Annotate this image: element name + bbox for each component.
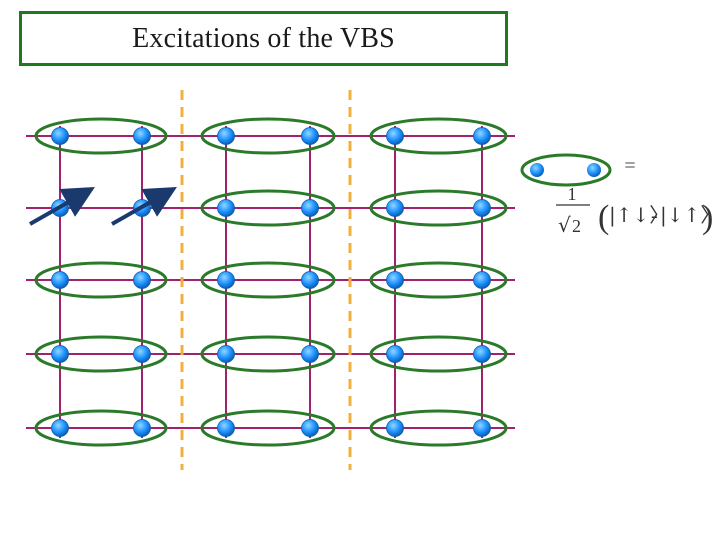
dimer-ellipses: [34, 117, 508, 447]
title-box: Excitations of the VBS: [19, 11, 508, 66]
lattice-site-r0-c0: [51, 127, 69, 145]
dimer-ellipse-r4-p0: [34, 409, 168, 447]
dimer-ellipse-r0-p0: [34, 117, 168, 155]
lattice-site-r3-c3: [301, 345, 319, 363]
lattice-site-r3-c4: [386, 345, 404, 363]
spin-up-arrow-1: [111, 187, 177, 226]
spin-arrows: [29, 187, 177, 226]
lattice-site-r0-c2: [217, 127, 235, 145]
lattice-site-r4-c2: [217, 419, 235, 437]
legend-close-paren: ): [702, 199, 713, 236]
dimer-ellipse-r3-p1: [200, 335, 336, 373]
lattice-site-r1-c4: [386, 199, 404, 217]
lattice-site-r4-c1: [133, 419, 151, 437]
lattice-site-r3-c5: [473, 345, 491, 363]
legend-denominator: 2: [572, 216, 581, 236]
dimer-ellipse-r2-p1: [200, 261, 336, 299]
lattice-site-r3-c2: [217, 345, 235, 363]
lattice-site-r2-c2: [217, 271, 235, 289]
legend-minus: -: [651, 205, 658, 227]
lattice-site-r2-c3: [301, 271, 319, 289]
legend-ket-up-down: |↑↓〉: [609, 203, 669, 228]
legend-open-paren: (: [598, 199, 609, 236]
horizontal-bonds: [26, 135, 515, 429]
lattice-site-r0-c3: [301, 127, 319, 145]
legend-numerator: 1: [568, 184, 577, 204]
dimer-ellipse-r2-p0: [34, 261, 168, 299]
lattice-site-r2-c5: [473, 271, 491, 289]
lattice-site-r3-c1: [133, 345, 151, 363]
lattice-site-r1-c3: [301, 199, 319, 217]
legend-ket-down-up: |↓↑〉: [660, 203, 720, 228]
lattice-site-r1-c2: [217, 199, 235, 217]
legend-site-right: [587, 163, 601, 177]
lattice-site-r3-c0: [51, 345, 69, 363]
legend: = 1 √ 2 ( |↑↓〉 - |↓↑〉 ): [520, 153, 720, 237]
dimer-ellipse-r4-p1: [200, 409, 336, 447]
dimer-ellipse-r2-p2: [369, 261, 508, 299]
lattice-site-r4-c4: [386, 419, 404, 437]
dimer-ellipse-r0-p1: [200, 117, 336, 155]
legend-equals: =: [624, 155, 635, 177]
page-title: Excitations of the VBS: [132, 22, 395, 54]
legend-site-left: [530, 163, 544, 177]
dimer-ellipse-r4-p2: [369, 409, 508, 447]
lattice-site-r4-c5: [473, 419, 491, 437]
domain-walls: [180, 90, 352, 470]
lattice-site-r2-c1: [133, 271, 151, 289]
lattice-site-r2-c0: [51, 271, 69, 289]
lattice-site-r0-c4: [386, 127, 404, 145]
lattice-site-r2-c4: [386, 271, 404, 289]
dimer-ellipse-r3-p0: [34, 335, 168, 373]
spin-up-arrow-0: [29, 187, 95, 226]
lattice-site-r0-c5: [473, 127, 491, 145]
dimer-ellipse-r1-p1: [200, 189, 336, 227]
lattice-site-r4-c0: [51, 419, 69, 437]
lattice-sites: [51, 127, 491, 437]
vertical-bonds: [59, 126, 483, 438]
lattice-site-r1-c5: [473, 199, 491, 217]
legend-sqrt: √: [558, 213, 571, 237]
dimer-ellipse-r1-p2: [369, 189, 508, 227]
dimer-ellipse-r0-p2: [369, 117, 508, 155]
legend-dimer-ellipse: [520, 153, 612, 187]
lattice-site-r4-c3: [301, 419, 319, 437]
dimer-ellipse-r3-p2: [369, 335, 508, 373]
lattice-site-r0-c1: [133, 127, 151, 145]
